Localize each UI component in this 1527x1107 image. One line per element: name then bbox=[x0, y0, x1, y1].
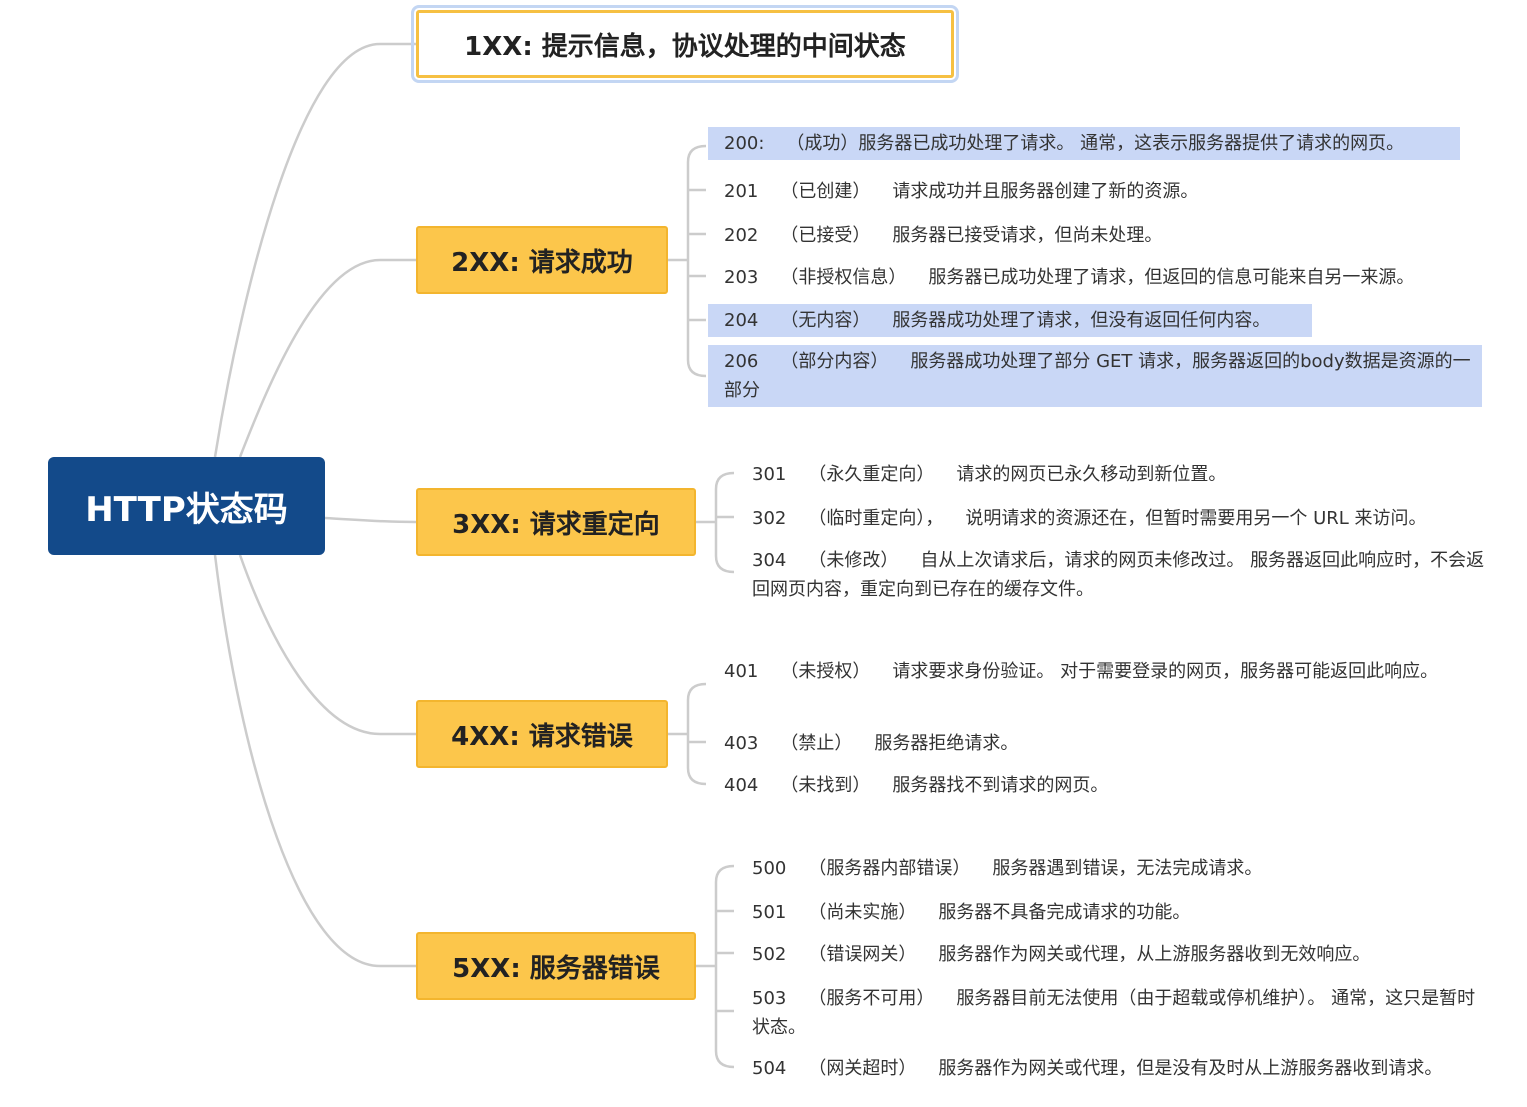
status-code: 500 bbox=[752, 858, 787, 879]
status-tag: （未找到） bbox=[780, 775, 871, 796]
status-tag: （尚未实施） bbox=[808, 902, 917, 923]
status-tag: （永久重定向） bbox=[808, 464, 935, 485]
connector-2xx-spine bbox=[686, 144, 707, 378]
status-code: 201 bbox=[724, 181, 759, 202]
status-item-203[interactable]: 203 （非授权信息） 服务器已成功处理了请求，但返回的信息可能来自另一来源。 bbox=[724, 261, 1504, 294]
status-item-501[interactable]: 501 （尚未实施） 服务器不具备完成请求的功能。 bbox=[752, 896, 1492, 929]
status-desc: 服务器拒绝请求。 bbox=[874, 733, 1019, 754]
status-code: 302 bbox=[752, 508, 787, 529]
status-desc: 服务器不具备完成请求的功能。 bbox=[938, 902, 1191, 923]
status-item-202[interactable]: 202 （已接受） 服务器已接受请求，但尚未处理。 bbox=[724, 219, 1474, 252]
status-tag: （未修改） bbox=[808, 550, 899, 571]
root-node[interactable]: HTTP状态码 bbox=[48, 457, 325, 555]
status-item-500[interactable]: 500 （服务器内部错误） 服务器遇到错误，无法完成请求。 bbox=[752, 852, 1492, 885]
status-item-401[interactable]: 401 （未授权） 请求要求身份验证。 对于需要登录的网页，服务器可能返回此响应。 bbox=[724, 655, 1454, 688]
status-desc: 服务器找不到请求的网页。 bbox=[892, 775, 1109, 796]
status-desc: 请求要求身份验证。 对于需要登录的网页，服务器可能返回此响应。 bbox=[892, 661, 1439, 682]
status-code: 501 bbox=[752, 902, 787, 923]
connector-root-1xx bbox=[213, 42, 416, 458]
connector-root-5xx bbox=[213, 554, 416, 968]
status-code: 404 bbox=[724, 775, 759, 796]
status-code: 202 bbox=[724, 225, 759, 246]
status-code: 301 bbox=[752, 464, 787, 485]
connector-4xx-spine bbox=[686, 682, 707, 786]
status-tag: （服务器内部错误） bbox=[808, 858, 971, 879]
category-3xx[interactable]: 3XX: 请求重定向 bbox=[416, 488, 696, 556]
status-tag: （无内容） bbox=[780, 310, 871, 331]
status-desc: 服务器作为网关或代理，但是没有及时从上游服务器收到请求。 bbox=[938, 1058, 1443, 1079]
status-code: 502 bbox=[752, 944, 787, 965]
connector-5xx-spine bbox=[714, 864, 735, 1069]
status-item-404[interactable]: 404 （未找到） 服务器找不到请求的网页。 bbox=[724, 769, 1454, 802]
category-1xx[interactable]: 1XX: 提示信息，协议处理的中间状态 bbox=[411, 5, 959, 83]
status-item-502[interactable]: 502 （错误网关） 服务器作为网关或代理，从上游服务器收到无效响应。 bbox=[752, 938, 1512, 971]
status-tag: （非授权信息） bbox=[780, 267, 907, 288]
status-tag: （禁止） bbox=[780, 733, 853, 754]
connector-root-3xx bbox=[324, 516, 417, 524]
status-tag: （成功） bbox=[786, 133, 859, 154]
status-code: 203 bbox=[724, 267, 759, 288]
status-tag: （已创建） bbox=[780, 181, 871, 202]
status-desc: 服务器目前无法使用（由于超载或停机维护）。 通常，这只是暂时状态。 bbox=[752, 988, 1476, 1038]
status-item-206[interactable]: 206 （部分内容）服务器成功处理了部分 GET 请求，服务器返回的body数据是… bbox=[708, 345, 1482, 407]
status-desc: 服务器成功处理了部分 GET 请求，服务器返回的body数据是资源的一部分 bbox=[724, 351, 1471, 401]
status-tag: （错误网关） bbox=[808, 944, 917, 965]
status-item-204[interactable]: 204 （无内容） 服务器成功处理了请求，但没有返回任何内容。 bbox=[708, 304, 1312, 337]
connector-root-2xx bbox=[238, 258, 416, 458]
status-item-504[interactable]: 504 （网关超时） 服务器作为网关或代理，但是没有及时从上游服务器收到请求。 bbox=[752, 1052, 1522, 1085]
status-desc: 请求的网页已永久移动到新位置。 bbox=[956, 464, 1227, 485]
status-desc: 自从上次请求后，请求的网页未修改过。 服务器返回此响应时，不会返回网页内容，重定… bbox=[752, 550, 1485, 600]
status-tag: （网关超时） bbox=[808, 1058, 917, 1079]
status-desc: 服务器已接受请求，但尚未处理。 bbox=[892, 225, 1163, 246]
status-item-201[interactable]: 201 （已创建） 请求成功并且服务器创建了新的资源。 bbox=[724, 175, 1474, 208]
status-desc: 说明请求的资源还在，但暂时需要用另一个 URL 来访问。 bbox=[965, 508, 1427, 529]
root-label: HTTP状态码 bbox=[85, 489, 288, 530]
status-item-200[interactable]: 200: （成功）服务器已成功处理了请求。 通常，这表示服务器提供了请求的网页。 bbox=[708, 127, 1460, 160]
status-item-304[interactable]: 304 （未修改）自从上次请求后，请求的网页未修改过。 服务器返回此响应时，不会返… bbox=[752, 544, 1497, 606]
status-tag: （服务不可用） bbox=[808, 988, 935, 1009]
status-desc: 服务器遇到错误，无法完成请求。 bbox=[992, 858, 1263, 879]
status-desc: 服务器已成功处理了请求，但返回的信息可能来自另一来源。 bbox=[928, 267, 1415, 288]
status-code: 503 bbox=[752, 988, 787, 1009]
status-tag: （未授权） bbox=[780, 661, 871, 682]
status-tag: （部分内容） bbox=[780, 351, 889, 372]
status-desc: 请求成功并且服务器创建了新的资源。 bbox=[892, 181, 1199, 202]
status-code: 401 bbox=[724, 661, 759, 682]
status-tag: （临时重定向）， bbox=[808, 508, 944, 529]
status-code: 206 bbox=[724, 351, 759, 372]
connector-root-4xx bbox=[238, 554, 416, 736]
category-4xx[interactable]: 4XX: 请求错误 bbox=[416, 700, 668, 768]
status-desc: 服务器已成功处理了请求。 通常，这表示服务器提供了请求的网页。 bbox=[858, 133, 1405, 154]
status-item-403[interactable]: 403 （禁止） 服务器拒绝请求。 bbox=[724, 727, 1454, 760]
category-5xx[interactable]: 5XX: 服务器错误 bbox=[416, 932, 696, 1000]
status-code: 504 bbox=[752, 1058, 787, 1079]
connector-3xx-spine bbox=[714, 471, 735, 574]
category-3xx-label: 3XX: 请求重定向 bbox=[452, 509, 660, 540]
status-code: 200: bbox=[724, 133, 765, 154]
status-item-503[interactable]: 503 （服务不可用）服务器目前无法使用（由于超载或停机维护）。 通常，这只是暂时… bbox=[752, 982, 1497, 1044]
category-1xx-label: 1XX: 提示信息，协议处理的中间状态 bbox=[464, 31, 906, 62]
status-desc: 服务器作为网关或代理，从上游服务器收到无效响应。 bbox=[938, 944, 1371, 965]
status-code: 204 bbox=[724, 310, 759, 331]
status-item-302[interactable]: 302 （临时重定向）， 说明请求的资源还在，但暂时需要用另一个 URL 来访问。 bbox=[752, 502, 1512, 535]
status-code: 304 bbox=[752, 550, 787, 571]
status-desc: 服务器成功处理了请求，但没有返回任何内容。 bbox=[892, 310, 1271, 331]
category-4xx-label: 4XX: 请求错误 bbox=[451, 721, 633, 752]
status-code: 403 bbox=[724, 733, 759, 754]
category-5xx-label: 5XX: 服务器错误 bbox=[452, 953, 660, 984]
category-2xx-label: 2XX: 请求成功 bbox=[451, 247, 633, 278]
status-item-301[interactable]: 301 （永久重定向） 请求的网页已永久移动到新位置。 bbox=[752, 458, 1492, 491]
status-tag: （已接受） bbox=[780, 225, 871, 246]
category-2xx[interactable]: 2XX: 请求成功 bbox=[416, 226, 668, 294]
